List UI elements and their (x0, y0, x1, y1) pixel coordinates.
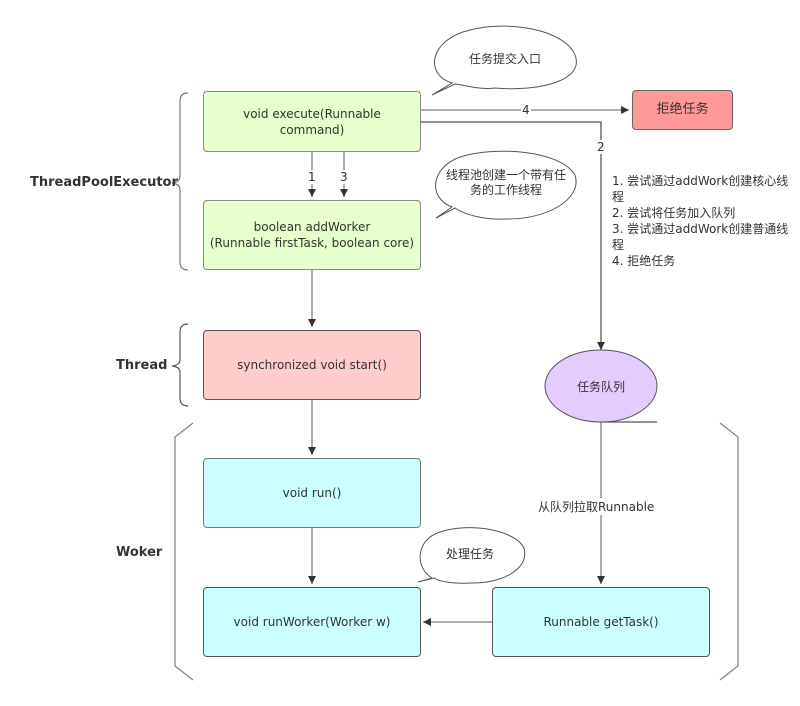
brace-thread (171, 323, 189, 407)
run-worker-node[interactable]: void runWorker(Worker w) (203, 587, 421, 657)
callout-entry-bubble (431, 25, 577, 96)
start-node-label: synchronized void start() (237, 358, 387, 372)
run-node-label: void run() (282, 486, 342, 500)
reject-node[interactable]: 拒绝任务 (632, 90, 733, 130)
callout-create-worker-text: 线程池创建一个带有任务的工作线程 (445, 168, 566, 197)
run-worker-node-label: void runWorker(Worker w) (233, 615, 391, 629)
steps-notes: 1. 尝试通过addWork创建核心线程 2. 尝试将任务加入队列 3. 尝试通… (612, 174, 789, 268)
edge-label-1: 1 (307, 170, 317, 184)
brace-thread-pool-executor (171, 92, 189, 271)
callout-entry-text: 任务提交入口 (468, 52, 541, 66)
add-worker-label-line2: (Runnable firstTask, boolean core) (209, 236, 415, 250)
callout-process-bubble (417, 527, 526, 584)
group-label-thread-pool-executor: ThreadPoolExecutor (30, 175, 178, 190)
edge-label-4: 4 (521, 103, 531, 117)
reject-node-label: 拒绝任务 (656, 102, 709, 117)
brace-worker-left (174, 422, 194, 681)
brace-worker-right (719, 422, 739, 681)
get-task-node-label: Runnable getTask() (543, 615, 659, 629)
edge-label-2: 2 (596, 140, 606, 154)
add-worker-label-line1: boolean addWorker (253, 220, 371, 234)
task-queue-label: 任务队列 (576, 380, 625, 394)
run-node[interactable]: void run() (203, 458, 421, 528)
edge-label-3: 3 (339, 170, 349, 184)
callout-process-text: 处理任务 (445, 547, 494, 561)
callout-create-worker-bubble (435, 150, 577, 220)
task-queue-node[interactable] (544, 349, 658, 423)
group-label-worker: Woker (116, 545, 163, 560)
add-worker-node[interactable]: boolean addWorker (Runnable firstTask, b… (203, 200, 421, 270)
edge-label-pull-runnable: 从队列拉取Runnable (538, 498, 655, 515)
group-label-thread: Thread (116, 358, 168, 373)
edge-2-line (421, 121, 605, 350)
start-node[interactable]: synchronized void start() (203, 330, 421, 400)
execute-node-label: void execute(Runnable command) (243, 106, 381, 137)
get-task-node[interactable]: Runnable getTask() (492, 587, 710, 657)
execute-node[interactable]: void execute(Runnable command) (203, 91, 421, 152)
